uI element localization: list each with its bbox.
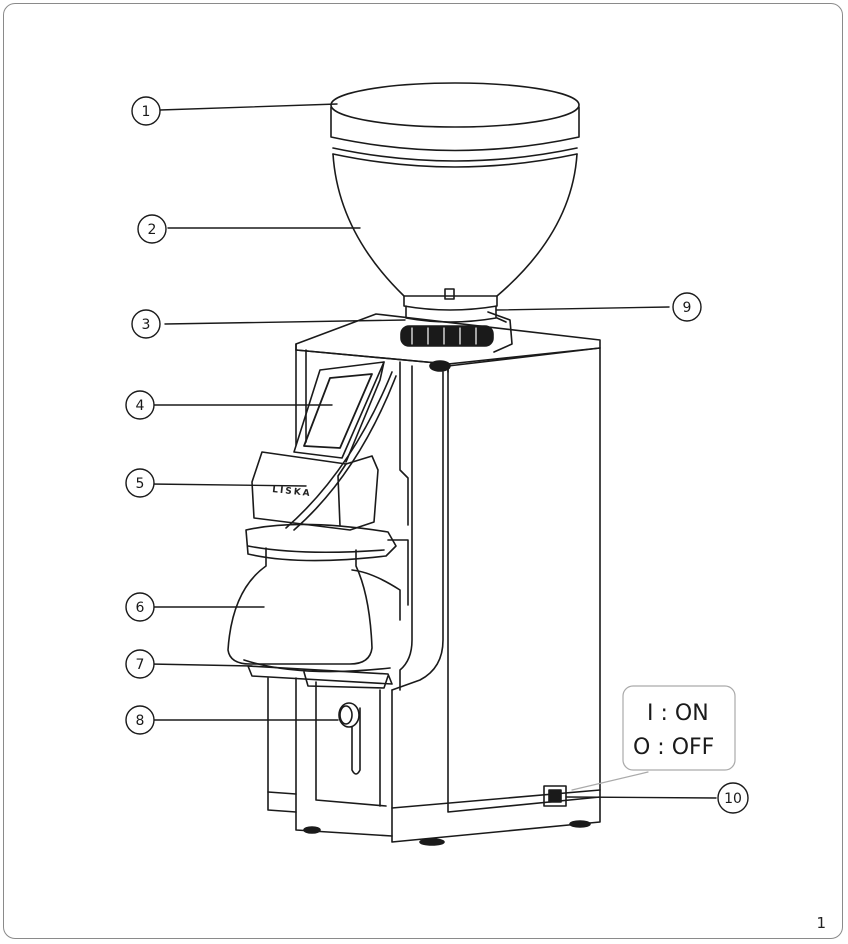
page-number: 1 — [816, 914, 826, 932]
svg-text:8: 8 — [136, 713, 145, 729]
power-off-label: O : OFF — [633, 735, 714, 760]
brand-logo: LISKA — [272, 485, 312, 499]
display-panel — [293, 361, 385, 463]
coffee-container — [227, 523, 409, 665]
grind-adjustment-ring — [400, 305, 513, 353]
svg-text:9: 9 — [683, 300, 692, 316]
svg-text:7: 7 — [136, 657, 145, 673]
leader-lines — [144, 103, 717, 799]
page-frame — [3, 3, 843, 939]
callout-2: 2 — [137, 214, 167, 244]
callout-5: 5 — [125, 468, 155, 498]
power-legend: I : ON O : OFF — [571, 685, 736, 791]
hopper — [330, 82, 580, 311]
callout-6: 6 — [125, 592, 155, 622]
grinder-body — [267, 313, 601, 846]
hopper-body — [332, 153, 578, 297]
svg-text:3: 3 — [142, 317, 151, 333]
adjustment-knob[interactable] — [338, 702, 360, 728]
power-switch — [543, 785, 567, 807]
svg-text:6: 6 — [136, 600, 145, 616]
hopper-rim — [330, 106, 580, 152]
svg-text:10: 10 — [724, 791, 742, 807]
callout-7: 7 — [125, 649, 155, 679]
callout-1: 1 — [131, 96, 161, 126]
svg-text:2: 2 — [148, 222, 157, 238]
power-on-label: I : ON — [647, 701, 709, 726]
svg-text:4: 4 — [136, 398, 145, 414]
touch-display[interactable] — [303, 373, 373, 449]
cup-support — [243, 659, 393, 689]
callouts: 1 2 3 4 5 6 7 8 — [125, 96, 749, 814]
svg-text:5: 5 — [136, 476, 145, 492]
svg-text:1: 1 — [142, 104, 151, 120]
height-adjuster — [338, 702, 361, 775]
callout-8: 8 — [125, 705, 155, 735]
callout-3: 3 — [131, 309, 161, 339]
dosing-head: LISKA — [251, 371, 397, 531]
callout-4: 4 — [125, 390, 155, 420]
callout-10: 10 — [717, 782, 749, 814]
callout-9: 9 — [672, 292, 702, 322]
hopper-lid — [330, 82, 580, 128]
power-switch-rocker[interactable] — [543, 785, 567, 807]
